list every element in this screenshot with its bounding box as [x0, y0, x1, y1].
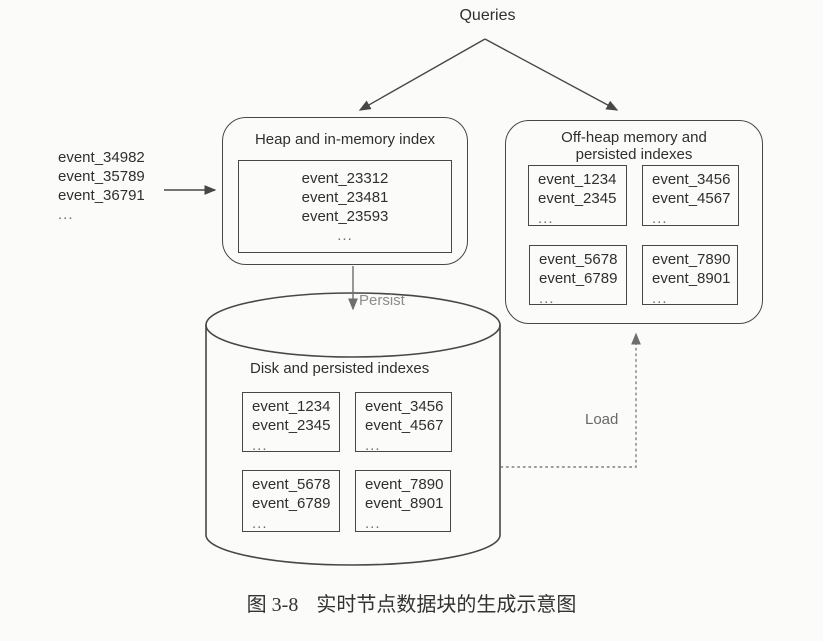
- heap-box-title: Heap and in-memory index: [254, 131, 436, 148]
- event-line: event_23312: [301, 169, 389, 187]
- input-event-list: event_34982 event_35789 event_36791 ...: [58, 148, 145, 224]
- offheap-event-block: event_5678 event_6789 ...: [529, 245, 627, 307]
- event-ellipsis: ...: [337, 226, 353, 244]
- event-ellipsis: ...: [365, 437, 381, 454]
- figure-number: 图 3-8: [246, 594, 299, 616]
- disk-title: Disk and persisted indexes: [250, 360, 430, 377]
- figure-caption-text: 实时节点数据块的生成示意图: [316, 594, 577, 616]
- event-line: event_6789: [252, 495, 331, 512]
- event-line: event_23593: [301, 207, 389, 225]
- event-line: event_7890: [652, 251, 731, 268]
- event-line: event_6789: [539, 270, 618, 287]
- offheap-box-title: Off-heap memory and persisted indexes: [506, 129, 762, 163]
- load-label: Load: [585, 411, 619, 428]
- event-line: event_1234: [252, 398, 331, 415]
- event-line: event_4567: [365, 417, 444, 434]
- heap-event-block: event_23312 event_23481 event_23593 ...: [238, 160, 452, 253]
- disk-event-block: event_3456 event_4567 ...: [355, 392, 452, 454]
- disk-cylinder-body: [205, 325, 501, 566]
- persist-label: Persist: [359, 292, 405, 309]
- event-ellipsis: ...: [252, 437, 268, 454]
- event-ellipsis: ...: [252, 515, 268, 532]
- event-line: event_8901: [652, 270, 731, 287]
- event-ellipsis: ...: [652, 290, 668, 307]
- event-line: event_1234: [538, 171, 617, 188]
- input-event-ellipsis: ...: [58, 206, 74, 223]
- event-line: event_3456: [652, 171, 731, 188]
- offheap-event-block: event_3456 event_4567 ...: [642, 165, 739, 227]
- input-event: event_35789: [58, 168, 145, 185]
- event-ellipsis: ...: [365, 515, 381, 532]
- event-line: event_23481: [301, 188, 389, 206]
- offheap-title-line1: Off-heap memory and: [561, 129, 707, 146]
- figure-caption: 图 3-8 实时节点数据块的生成示意图: [0, 588, 823, 617]
- event-line: event_3456: [365, 398, 444, 415]
- offheap-title-line2: persisted indexes: [575, 146, 693, 163]
- event-line: event_5678: [539, 251, 618, 268]
- event-line: event_7890: [365, 476, 444, 493]
- disk-event-block: event_5678 event_6789 ...: [242, 470, 340, 532]
- queries-label: Queries: [459, 7, 516, 24]
- queries-arrow-left: [358, 38, 486, 111]
- input-event: event_36791: [58, 187, 145, 204]
- offheap-event-block: event_1234 event_2345 ...: [528, 165, 627, 227]
- event-line: event_5678: [252, 476, 331, 493]
- heap-box: Heap and in-memory index event_23312 eve…: [222, 117, 468, 265]
- event-line: event_4567: [652, 190, 731, 207]
- event-line: event_2345: [538, 190, 617, 207]
- offheap-box: Off-heap memory and persisted indexes: [505, 120, 763, 324]
- event-line: event_2345: [252, 417, 331, 434]
- offheap-event-block: event_7890 event_8901 ...: [642, 245, 738, 307]
- load-dotted-arrow: [500, 332, 641, 468]
- input-event: event_34982: [58, 149, 145, 166]
- event-line: event_8901: [365, 495, 444, 512]
- event-ellipsis: ...: [538, 210, 554, 227]
- queries-arrow-right: [484, 38, 619, 111]
- event-ellipsis: ...: [539, 290, 555, 307]
- event-ellipsis: ...: [652, 210, 668, 227]
- disk-event-block: event_7890 event_8901 ...: [355, 470, 451, 532]
- disk-event-block: event_1234 event_2345 ...: [242, 392, 340, 454]
